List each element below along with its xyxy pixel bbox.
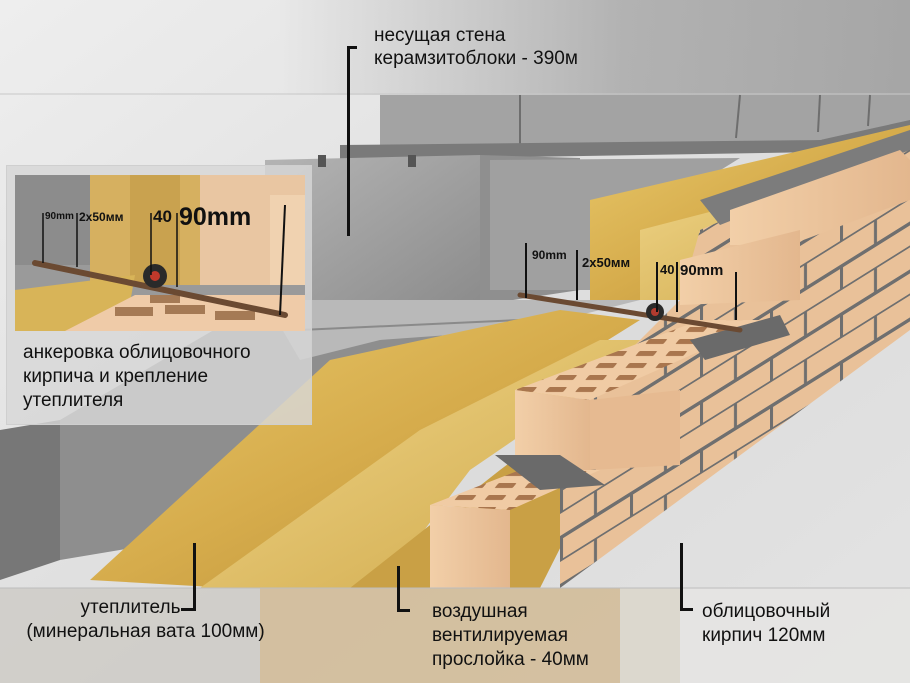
leader-tick-air-gap [397, 609, 410, 612]
dim-wool-2x50mm: 2x50мм [582, 255, 631, 270]
dim-tick-4 [676, 262, 678, 312]
label-air-gap-line2: вентилируемая [432, 625, 569, 646]
label-insulation-line1: утеплитель [80, 597, 181, 618]
inset-dim-wool-2x50mm: 2x50мм [79, 210, 124, 224]
dim-tick-2 [576, 250, 578, 300]
label-anchoring-line2: кирпича и крепление [23, 366, 209, 387]
leader-line-air-gap [397, 566, 400, 612]
label-facing-brick-line1: облицовочный [702, 601, 831, 622]
label-air-gap-line3: прослойка - 40мм [432, 649, 589, 670]
inset-dim-brick-90mm: 90mm [179, 203, 252, 231]
label-load-bearing-wall: несущая стена керамзитоблоки - 390м [374, 24, 578, 70]
leader-tick-load-bearing-wall [347, 46, 357, 49]
dim-brick-90mm: 90mm [680, 262, 724, 279]
dim-tick-3 [656, 262, 658, 312]
label-air-gap-line1: воздушная [432, 601, 528, 622]
label-anchoring: анкеровка облицовочного кирпича и крепле… [23, 341, 251, 413]
label-insulation-line2: (минеральная вата 100мм) [26, 621, 265, 642]
label-air-gap: воздушная вентилируемая прослойка - 40мм [432, 600, 589, 672]
label-anchoring-line1: анкеровка облицовочного [23, 342, 251, 363]
label-insulation: утеплитель (минеральная вата 100мм) [8, 596, 283, 644]
leader-line-load-bearing-wall [347, 46, 350, 236]
inset-dim-block-90mm: 90mm [45, 211, 74, 222]
leader-tick-facing-brick [680, 608, 693, 611]
anchoring-detail-inset: 90mm 2x50мм 40 90mm анкеровка облицовочн… [6, 165, 312, 425]
label-load-bearing-wall-line1: несущая стена [374, 25, 506, 46]
leader-line-facing-brick [680, 543, 683, 611]
label-facing-brick: облицовочный кирпич 120мм [702, 600, 830, 648]
facing-brick-wall [430, 130, 910, 588]
inset-dim-gap-40: 40 [153, 207, 172, 226]
label-facing-brick-line2: кирпич 120мм [702, 625, 826, 646]
label-load-bearing-wall-line2: керамзитоблоки - 390м [374, 48, 578, 69]
upper-block-course [340, 94, 910, 160]
label-anchoring-line3: утеплителя [23, 390, 124, 411]
dim-gap-40: 40 [660, 262, 675, 277]
anchoring-detail-photo: 90mm 2x50мм 40 90mm [15, 175, 305, 331]
dim-tick-5 [735, 272, 737, 320]
dim-tick-1 [525, 243, 527, 298]
leader-line-insulation [193, 543, 196, 611]
dim-block-90mm: 90mm [532, 248, 567, 262]
leader-tick-insulation [181, 608, 196, 611]
